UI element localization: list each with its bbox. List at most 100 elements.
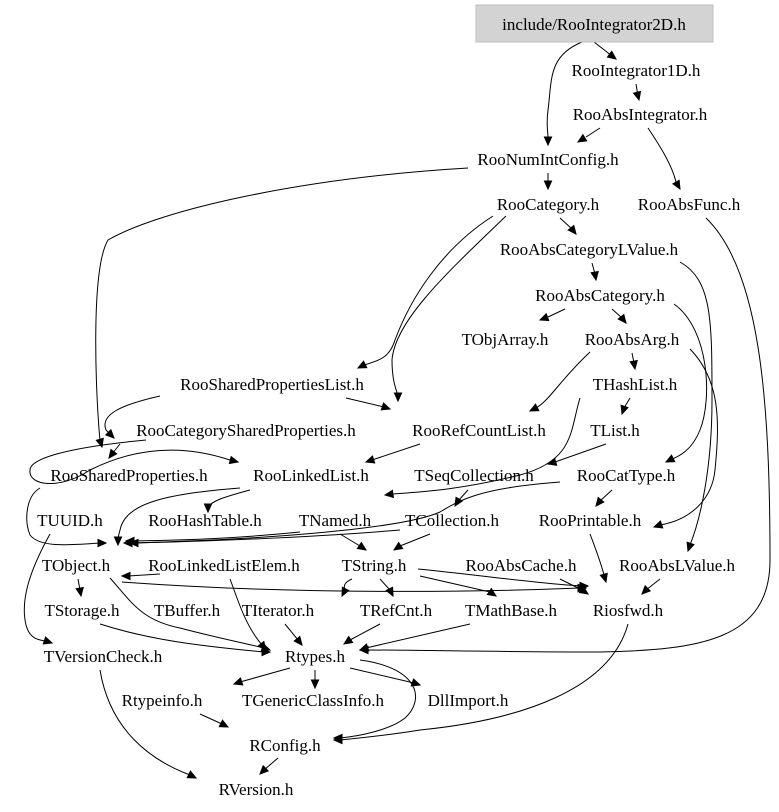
edge-rooabsarg-to-roorefcountlist — [535, 351, 591, 409]
edge-rooabscategory-to-roocattype — [669, 303, 708, 461]
node-tmathbase[interactable]: TMathBase.h — [465, 601, 558, 620]
node-tuuid[interactable]: TUUID.h — [37, 511, 103, 530]
arrowhead-rtypes-to-tgenericclassinfo — [310, 679, 320, 690]
node-titerator[interactable]: TIterator.h — [242, 601, 315, 620]
node-tnamed[interactable]: TNamed.h — [299, 511, 372, 530]
node-roohashtable[interactable]: RooHashTable.h — [148, 511, 262, 530]
node-tgenericclassinfo[interactable]: TGenericClassInfo.h — [242, 691, 385, 710]
arrowhead-trefcnt-to-rtypes — [342, 635, 354, 645]
node-rtypeinfo[interactable]: Rtypeinfo.h — [122, 691, 203, 710]
node-tstring[interactable]: TString.h — [342, 556, 407, 575]
arrowhead-rconfig-to-rversion — [259, 764, 270, 775]
arrowhead-roolinkedlist-to-tobject — [113, 536, 123, 547]
node-rooprintable[interactable]: RooPrintable.h — [539, 511, 642, 530]
node-tseqcollection[interactable]: TSeqCollection.h — [414, 466, 534, 485]
edge-roocategory-to-roosharedpropertieslist-b — [391, 215, 507, 396]
arrowhead-root-to-roointegrator1d — [606, 50, 617, 60]
node-roocategory[interactable]: RooCategory.h — [497, 195, 600, 214]
edge-rooabsintegrator-to-rooabsfunc — [647, 127, 677, 183]
arrowhead-tnamed-to-tstring — [356, 541, 368, 551]
node-thashlist[interactable]: THashList.h — [593, 375, 678, 394]
arrowhead-roointegrator1d-to-rooabsintegrator — [632, 90, 642, 102]
node-tcollection[interactable]: TCollection.h — [405, 511, 499, 530]
node-root[interactable]: include/RooIntegrator2D.h — [502, 15, 686, 34]
arrowhead-rooabscategorylvalue-to-rooabscategory — [590, 270, 599, 282]
arrowhead-rooabscategorylvalue-to-rooabslvalue — [686, 541, 695, 553]
edge-rtypes-to-rtypeinfo — [239, 667, 291, 683]
node-tversioncheck[interactable]: TVersionCheck.h — [44, 647, 163, 666]
node-tobjarray[interactable]: TObjArray.h — [462, 330, 549, 349]
node-roosharedpropertieslist[interactable]: RooSharedPropertiesList.h — [180, 375, 364, 394]
arrowhead-tuuid-to-tversioncheck — [42, 636, 54, 645]
arrowhead-tlist-to-tseqcollection — [546, 457, 558, 466]
node-roocattype[interactable]: RooCatType.h — [577, 466, 676, 485]
node-rooabscategorylvalue[interactable]: RooAbsCategoryLValue.h — [500, 240, 679, 259]
node-roonumintconfig[interactable]: RooNumIntConfig.h — [477, 150, 619, 169]
node-rooabsarg[interactable]: RooAbsArg.h — [585, 330, 680, 349]
node-tlist[interactable]: TList.h — [590, 421, 640, 440]
edge-tstring-to-trefcnt — [379, 578, 391, 591]
node-roosharedproperties[interactable]: RooSharedProperties.h — [50, 466, 208, 485]
arrowhead-tstring-to-tmathbase — [486, 587, 498, 597]
node-roolinkedlist[interactable]: RooLinkedList.h — [253, 466, 369, 485]
edge-roolinkedlistelem-to-rtypes — [229, 578, 263, 646]
arrowhead-rtypeinfo-to-rconfig — [218, 719, 230, 728]
edge-thashlist-to-roolinkedlist — [391, 397, 581, 495]
arrowhead-rooabsarg-to-roorefcountlist — [528, 403, 540, 412]
node-roorefcountlist[interactable]: RooRefCountList.h — [412, 421, 546, 440]
node-tstorage[interactable]: TStorage.h — [44, 601, 120, 620]
node-riosfwd[interactable]: Riosfwd.h — [593, 601, 664, 620]
root-node-box — [475, 4, 714, 43]
edge-titerator-to-rtypes — [284, 623, 299, 641]
edge-roolinkedlist-to-roohashtable — [207, 489, 251, 509]
arrowhead-roocategorysharedproperties-to-roolinkedlist-b — [228, 455, 240, 465]
edge-roosharedproperties-to-tobject-b — [26, 487, 101, 546]
arrowhead-tstorage-to-rtypes — [261, 647, 272, 657]
edge-root-to-roonumintconfig — [546, 41, 583, 139]
node-rversion[interactable]: RVersion.h — [219, 780, 294, 799]
node-roocategorysharedproperties[interactable]: RooCategorySharedProperties.h — [136, 421, 356, 440]
node-rconfig[interactable]: RConfig.h — [249, 736, 321, 755]
node-trefcnt[interactable]: TRefCnt.h — [360, 601, 433, 620]
node-rooabsintegrator[interactable]: RooAbsIntegrator.h — [573, 105, 708, 124]
node-roolinkedlistelem[interactable]: RooLinkedListElem.h — [148, 556, 300, 575]
edge-rooabsarg-to-rooprintable — [659, 348, 718, 526]
node-labels: include/RooIntegrator2D.h RooIntegrator1… — [37, 15, 741, 799]
edge-tstring-to-riosfwd — [417, 568, 583, 587]
arrowhead-roocattype-to-rooprintable — [595, 496, 605, 507]
arrowhead-tstring-to-titerator — [341, 586, 350, 598]
edge-roosharedpropertieslist-to-roorefcountlist — [345, 397, 385, 408]
node-rooabscache[interactable]: RooAbsCache.h — [466, 556, 577, 575]
edge-roocattype-to-tobject — [129, 481, 561, 544]
edge-tversioncheck-to-rversion — [99, 669, 191, 776]
edge-tnamed-to-tobject — [131, 531, 301, 542]
arrowhead-tversioncheck-to-rversion — [186, 770, 198, 779]
edge-tobject-to-tbuffer — [109, 577, 265, 649]
edge-roocategorysharedproperties-to-roolinkedlist-b — [29, 439, 231, 484]
edge-roosharedpropertieslist-to-roocategorysharedproperties — [104, 395, 161, 435]
edge-rooabscategorylvalue-to-rooabslvalue — [679, 261, 713, 546]
edge-rtypeinfo-to-rconfig — [199, 713, 223, 725]
edge-tlist-to-tseqcollection — [554, 443, 607, 463]
arrowhead-tobject-to-tstorage — [75, 586, 84, 598]
node-rooabscategory[interactable]: RooAbsCategory.h — [535, 286, 665, 305]
node-rooabsfunc[interactable]: RooAbsFunc.h — [638, 195, 741, 214]
node-roointegrator1d[interactable]: RooIntegrator1D.h — [572, 61, 701, 80]
edge-roolinkedlist-to-tobject — [117, 487, 241, 539]
arrowhead-roosharedproperties-to-tobject-b — [97, 538, 108, 548]
arrowhead-roosharedpropertieslist-to-roorefcountlist — [380, 402, 392, 411]
node-dllimport[interactable]: DllImport.h — [428, 691, 509, 710]
arrowhead-tcollection-to-tstring — [392, 541, 404, 551]
edge-tcollection-to-tstring — [399, 533, 431, 547]
node-rtypes[interactable]: Rtypes.h — [285, 647, 345, 666]
edge-tuuid-to-tversioncheck — [23, 533, 51, 642]
edge-tstorage-to-rtypes — [99, 623, 265, 653]
node-tbuffer[interactable]: TBuffer.h — [154, 601, 221, 620]
node-rooabslvalue[interactable]: RooAbsLValue.h — [619, 556, 736, 575]
node-tobject[interactable]: TObject.h — [42, 556, 111, 575]
arrowhead-rooabsintegrator-to-roonumintconfig — [576, 133, 588, 143]
edge-roocattype-to-rooprintable — [599, 489, 613, 502]
arrowhead-titerator-to-rtypes — [293, 635, 303, 646]
arrowhead-rooabsarg-to-thashlist — [629, 359, 638, 371]
